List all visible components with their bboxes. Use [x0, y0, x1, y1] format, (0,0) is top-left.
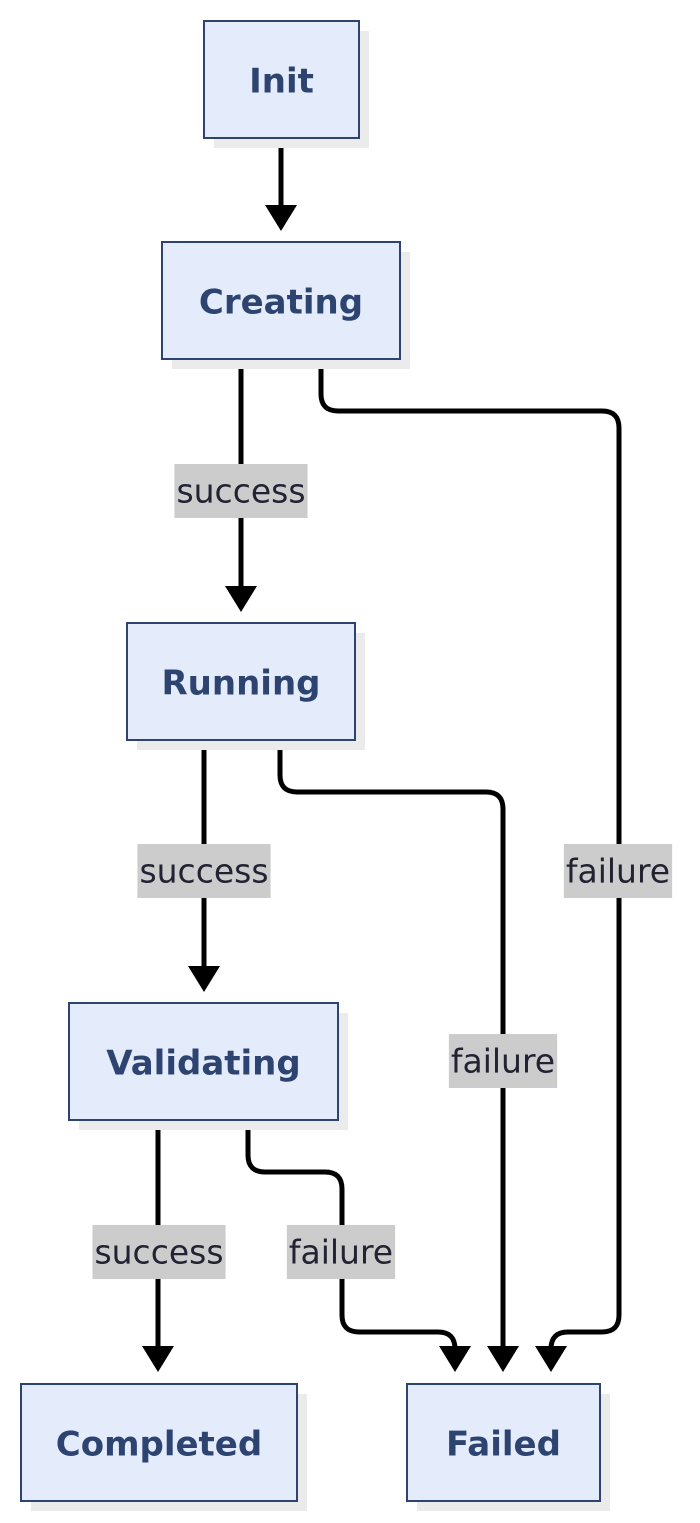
node-label: Running — [162, 664, 321, 704]
node-label: Completed — [56, 1425, 262, 1465]
node-label: Init — [249, 62, 314, 102]
arrowhead-validating-failed — [439, 1346, 471, 1372]
labels-layer: success failure success failure success failu… — [92, 464, 673, 1279]
node-label: Validating — [106, 1044, 300, 1084]
node-box — [68, 1002, 339, 1121]
edge-label-background — [286, 1225, 396, 1279]
node-box — [203, 20, 360, 139]
edge-label-text: failure — [451, 1042, 555, 1081]
node-creating[interactable]: Creating — [161, 241, 410, 369]
node-box — [20, 1383, 298, 1502]
edge-label-background — [563, 844, 673, 898]
node-label: Creating — [199, 283, 363, 323]
edge-validating-failed — [245, 1121, 471, 1372]
edge-init-creating — [265, 139, 297, 231]
node-validating[interactable]: Validating — [68, 1002, 348, 1130]
node-failed[interactable]: Failed — [406, 1383, 610, 1511]
node-running[interactable]: Running — [126, 622, 365, 750]
edge-label-creating-running: success — [174, 464, 308, 518]
edge-label-background — [448, 1034, 558, 1088]
edge-label-text: success — [94, 1233, 223, 1272]
node-label: Failed — [446, 1425, 561, 1465]
edge-label-text: success — [176, 472, 305, 511]
edge-label-validating-completed: success — [92, 1225, 226, 1279]
arrowhead-init-creating — [265, 205, 297, 231]
edges-layer — [142, 139, 622, 1372]
arrowhead-validating-completed — [142, 1346, 174, 1372]
edge-label-running-validating: success — [137, 844, 271, 898]
edge-label-background — [137, 844, 271, 898]
node-box — [126, 622, 356, 741]
node-box — [406, 1383, 601, 1502]
edge-line-running-failed — [277, 741, 506, 1349]
edge-label-creating-failed: failure — [563, 844, 673, 898]
edge-creating-failed — [318, 360, 622, 1372]
edge-label-validating-failed: failure — [286, 1225, 396, 1279]
edge-line-validating-failed — [245, 1121, 458, 1350]
arrowhead-creating-failed — [535, 1346, 567, 1372]
edge-label-text: failure — [566, 852, 670, 891]
edge-line-creating-failed — [318, 360, 622, 1350]
node-init[interactable]: Init — [203, 20, 369, 148]
edge-running-failed — [277, 741, 519, 1372]
arrowhead-creating-running — [225, 586, 257, 612]
node-box — [161, 241, 401, 360]
edge-label-background — [92, 1225, 226, 1279]
edge-label-background — [174, 464, 308, 518]
arrowhead-running-validating — [188, 966, 220, 992]
edge-label-running-failed: failure — [448, 1034, 558, 1088]
arrowhead-running-failed — [487, 1346, 519, 1372]
edge-label-text: failure — [289, 1233, 393, 1272]
node-completed[interactable]: Completed — [20, 1383, 307, 1511]
edge-label-text: success — [139, 852, 268, 891]
